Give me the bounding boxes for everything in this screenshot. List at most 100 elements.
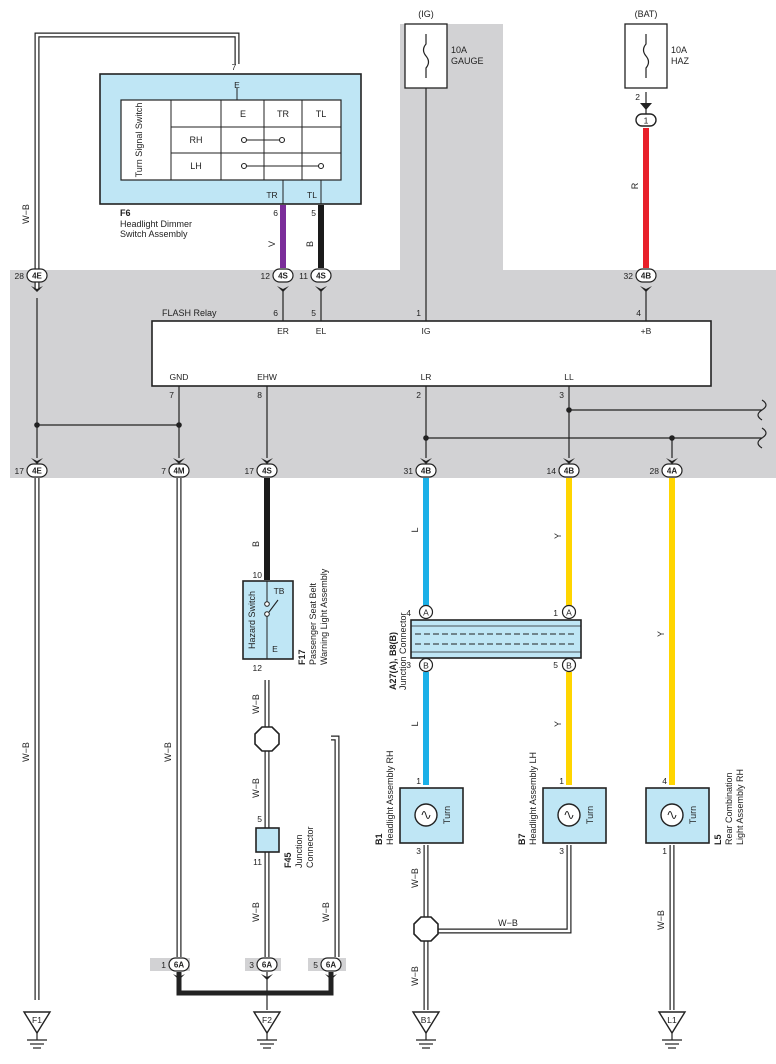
pin-label: 6 bbox=[273, 208, 278, 218]
l5-name: Light Assembly RH bbox=[735, 769, 745, 845]
pin-label: 2 bbox=[635, 92, 640, 102]
connector-label: 6A bbox=[262, 961, 272, 970]
wire-label: Y bbox=[553, 721, 563, 727]
b7-code: B7 bbox=[517, 833, 527, 845]
a27-b8-junction-connector: 4 A 1 A 3 B 5 B A27(A), B8(B) Junction C… bbox=[388, 604, 582, 690]
f45-junction-connector: 5 11 F45 Junction Connector bbox=[253, 814, 315, 868]
connector-6a bbox=[256, 957, 278, 972]
l5-rear-combination-light: 4 Turn 1 L5 Rear Combination Light Assem… bbox=[645, 769, 745, 856]
wire-label: W−B bbox=[656, 910, 666, 930]
pin-label: 5 bbox=[553, 660, 558, 670]
pin-name: GND bbox=[170, 372, 189, 382]
connector-6a bbox=[320, 957, 342, 972]
connector-4s bbox=[272, 268, 294, 283]
ground-label: L1 bbox=[667, 1015, 677, 1025]
pin-label: 11 bbox=[253, 857, 262, 867]
connector-6a-row: 1 6A 3 6A 5 6A bbox=[150, 957, 346, 980]
connector-label: 4E bbox=[32, 272, 42, 281]
pin-label: 5 bbox=[313, 960, 318, 970]
wire-break-mark bbox=[757, 427, 767, 449]
connector-label: 4B bbox=[564, 467, 574, 476]
pin-name: LL bbox=[564, 372, 574, 382]
flash-relay: FLASH Relay 6 ER 5 EL 1 IG 4 +B GND 7 EH… bbox=[151, 308, 712, 400]
connector-label: 4E bbox=[32, 467, 42, 476]
fuse-gauge-name: GAUGE bbox=[451, 56, 484, 66]
wire-label: W−B bbox=[21, 742, 31, 762]
connector-arrow-icon bbox=[640, 286, 652, 292]
connector-label: B bbox=[566, 661, 572, 671]
pin-label: 7 bbox=[161, 466, 166, 476]
connector-label: 6A bbox=[326, 961, 336, 970]
connector-label: B bbox=[423, 661, 429, 671]
wire-label: L bbox=[410, 527, 420, 532]
pin-name: E bbox=[234, 80, 240, 90]
wire-label: V bbox=[267, 241, 277, 247]
b1-name: Headlight Assembly RH bbox=[385, 750, 395, 845]
connector-arrow-icon bbox=[261, 974, 273, 980]
pin-name: TB bbox=[274, 586, 285, 596]
f6-code: F6 bbox=[120, 208, 131, 218]
connector-arrow-icon bbox=[31, 286, 43, 292]
pin-label: 5 bbox=[311, 208, 316, 218]
pin-label: 1 bbox=[553, 608, 558, 618]
lamp-label: Turn bbox=[688, 806, 698, 824]
pin-label: 1 bbox=[559, 776, 564, 786]
fuse-icon bbox=[642, 34, 650, 78]
wire-label: W−B bbox=[251, 902, 261, 922]
pin-label: 28 bbox=[15, 271, 25, 281]
pin-label: 5 bbox=[311, 308, 316, 318]
bottom-connector-row: 17 4E 7 4M 17 4S 31 4B 14 4B 28 4A bbox=[15, 458, 683, 478]
ground-label: F1 bbox=[32, 1015, 42, 1025]
connector-label: 4S bbox=[316, 272, 326, 281]
ground-b1: B1 bbox=[411, 1011, 441, 1049]
b7-headlight-lh: 1 Turn 3 B7 Headlight Assembly LH bbox=[517, 752, 607, 856]
wire-label: Y bbox=[553, 533, 563, 539]
col-e: E bbox=[240, 109, 246, 119]
connector-4e bbox=[26, 268, 48, 283]
wire-label: W−B bbox=[498, 918, 518, 928]
ground-f1: F1 bbox=[22, 1011, 52, 1049]
f45-name: Junction bbox=[294, 834, 304, 868]
pin-label: 28 bbox=[650, 466, 660, 476]
ground-icon bbox=[657, 1011, 687, 1035]
connector-4b bbox=[415, 463, 437, 478]
pin-label: 3 bbox=[249, 960, 254, 970]
connector-arrow-icon bbox=[315, 286, 327, 292]
pin-label: 3 bbox=[406, 660, 411, 670]
f17-name: Warning Light Assembly bbox=[319, 568, 329, 665]
connector-4e bbox=[26, 463, 48, 478]
lamp-label: Turn bbox=[442, 806, 452, 824]
wire-label: Y bbox=[656, 631, 666, 637]
connector-label: 4M bbox=[173, 467, 184, 476]
ground-label: B1 bbox=[421, 1015, 432, 1025]
connector-arrow-icon bbox=[31, 458, 43, 464]
pin-label: 32 bbox=[624, 271, 634, 281]
wire-label: W−B bbox=[251, 694, 261, 714]
fuse-haz-name: HAZ bbox=[671, 56, 690, 66]
pin-name: TR bbox=[266, 190, 277, 200]
connector-arrow-icon bbox=[173, 974, 185, 980]
connector-arrow-icon bbox=[261, 458, 273, 464]
fuse-gauge-rating: 10A bbox=[451, 45, 467, 55]
wire-label: W−B bbox=[410, 966, 420, 986]
l5-code: L5 bbox=[713, 834, 723, 845]
f17-name: Passenger Seat Belt bbox=[308, 582, 318, 665]
pin-label: 12 bbox=[261, 271, 271, 281]
pin-label: 12 bbox=[253, 663, 263, 673]
wire-label: W−B bbox=[251, 778, 261, 798]
pin-name: IG bbox=[422, 326, 431, 336]
wire-break-mark bbox=[757, 399, 767, 421]
wire-label: R bbox=[630, 182, 640, 189]
pin-label: 8 bbox=[257, 390, 262, 400]
pin-name: EHW bbox=[257, 372, 277, 382]
junction-name: Junction Connector bbox=[398, 612, 408, 690]
wire-label: L bbox=[410, 721, 420, 726]
col-tr: TR bbox=[277, 109, 289, 119]
turn-signal-switch-label: Turn Signal Switch bbox=[134, 103, 144, 178]
pin-label: 1 bbox=[662, 846, 667, 856]
pin-name: EL bbox=[316, 326, 327, 336]
wire-label: B bbox=[251, 541, 261, 547]
pin-label: 3 bbox=[559, 846, 564, 856]
ground-label: F2 bbox=[262, 1015, 272, 1025]
